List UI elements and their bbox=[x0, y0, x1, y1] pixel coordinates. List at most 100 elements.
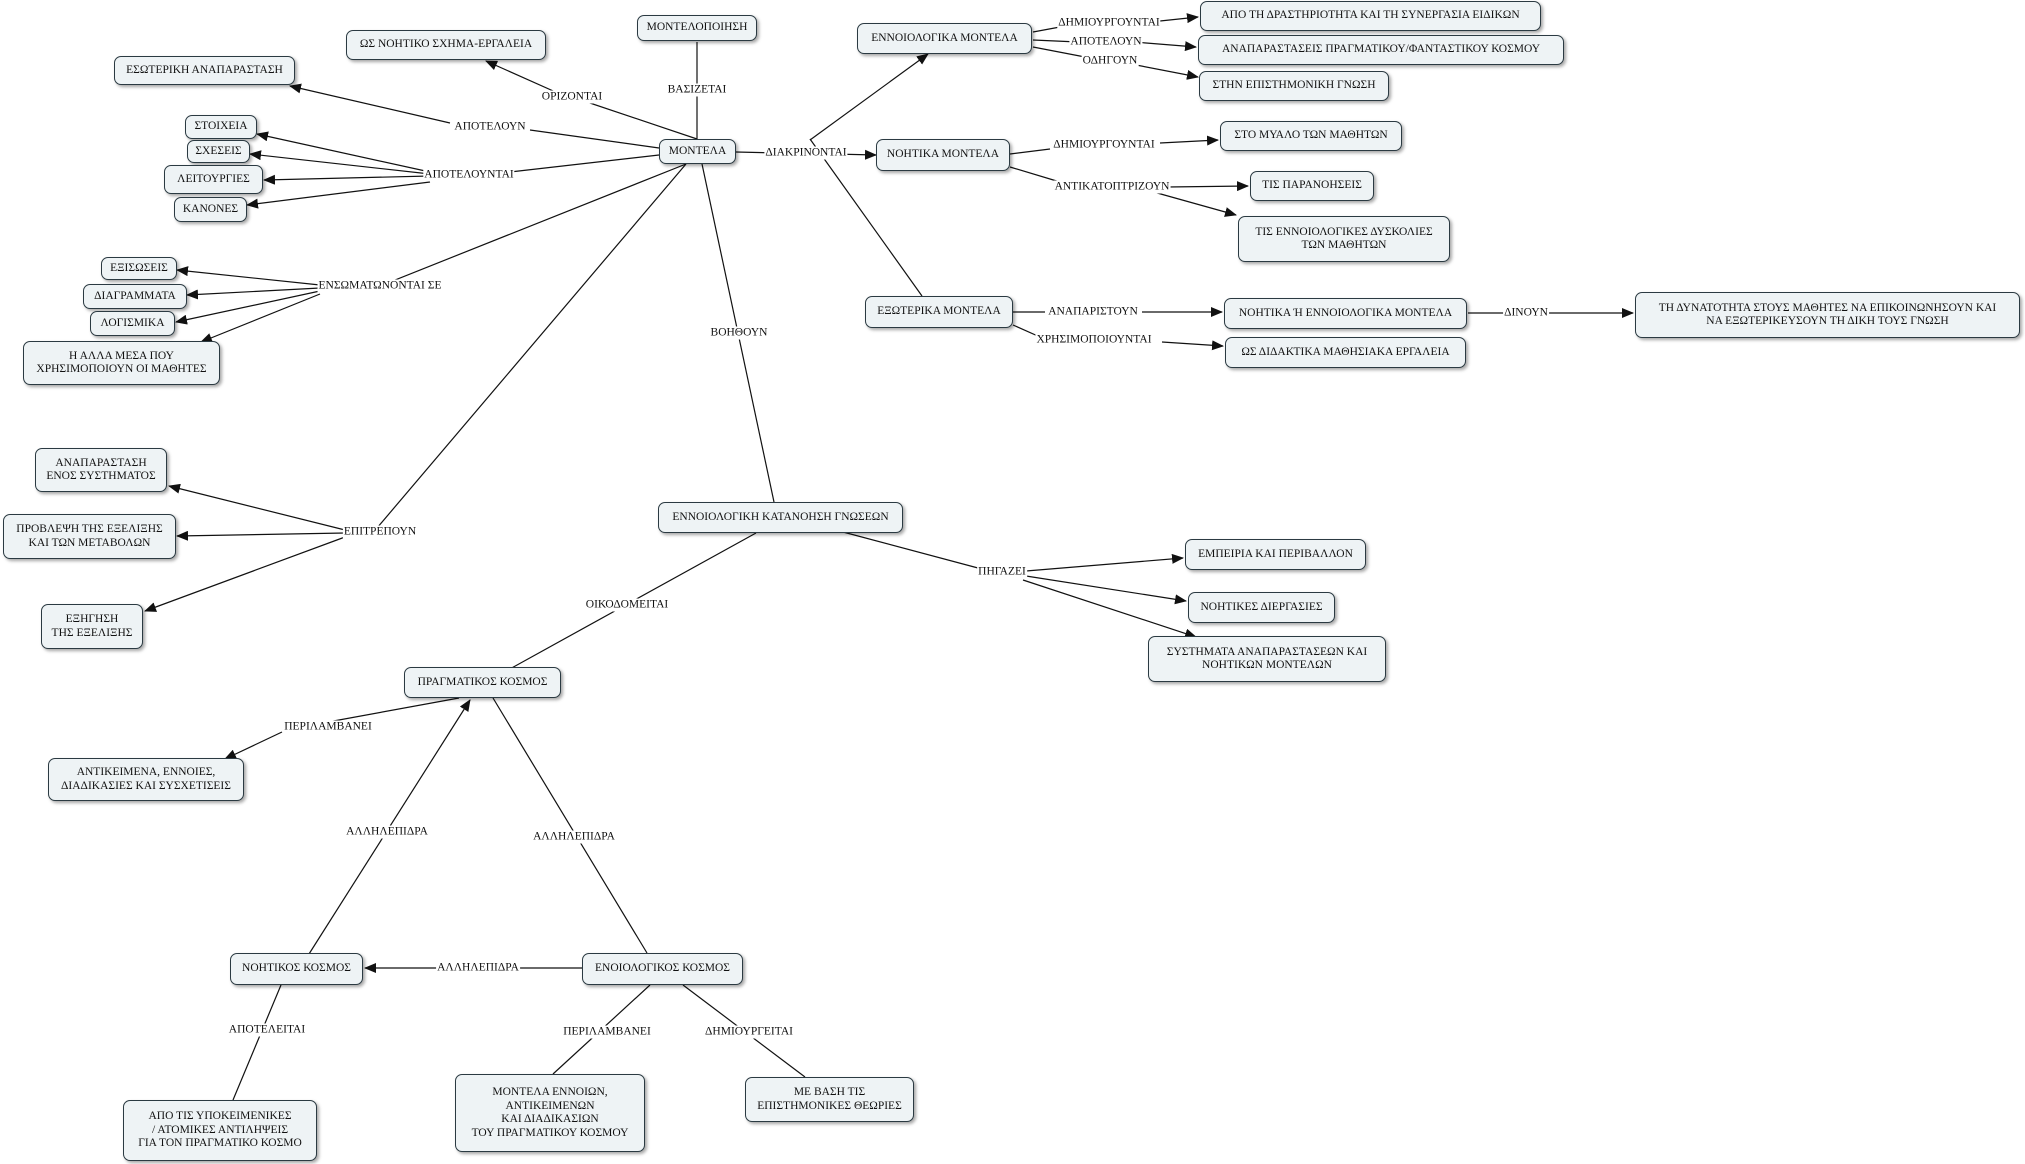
node-systimata[interactable]: ΣΥΣΤΗΜΑΤΑ ΑΝΑΠΑΡΑΣΤΑΣΕΩΝ ΚΑΙ ΝΟΗΤΙΚΩΝ ΜΟ… bbox=[1148, 636, 1386, 682]
node-dynatotita[interactable]: ΤΗ ΔΥΝΑΤΟΤΗΤΑ ΣΤΟΥΣ ΜΑΘΗΤΕΣ ΝΑ ΕΠΙΚΟΙΝΩΝ… bbox=[1635, 292, 2020, 338]
line-connector bbox=[379, 163, 687, 287]
node-noitika-montela[interactable]: ΝΟΗΤΙΚΑ ΜΟΝΤΕΛΑ bbox=[876, 139, 1010, 171]
arrow-connector bbox=[224, 731, 283, 760]
link-label: ΑΛΛΗΛΕΠΙΔΡΑ bbox=[532, 830, 616, 844]
node-paranoiseis[interactable]: ΤΙΣ ΠΑΡΑΝΟΗΣΕΙΣ bbox=[1250, 171, 1374, 201]
node-ennoiologika-montela[interactable]: ΕΝΝΟΙΟΛΟΓΙΚΑ ΜΟΝΤΕΛΑ bbox=[857, 23, 1032, 54]
node-mialo[interactable]: ΣΤΟ ΜΥΑΛΟ ΤΩΝ ΜΑΘΗΤΩΝ bbox=[1220, 121, 1402, 151]
arrow-connector bbox=[175, 290, 321, 325]
line-connector bbox=[327, 697, 460, 723]
link-label: ΔΙΑΚΡΙΝΟΝΤΑΙ bbox=[764, 146, 848, 160]
link-label: ΑΠΟΤΕΛΟΥΝΤΑΙ bbox=[423, 168, 515, 182]
node-stoixeia[interactable]: ΣΤΟΙΧΕΙΑ bbox=[185, 115, 257, 139]
arrow-connector bbox=[1025, 575, 1187, 605]
link-label: ΔΗΜΙΟΥΡΓΟΥΝΤΑΙ bbox=[1057, 16, 1161, 30]
node-esoteriki[interactable]: ΕΣΩΤΕΡΙΚΗ ΑΝΑΠΑΡΑΣΤΑΣΗ bbox=[114, 56, 295, 85]
link-label: ΔΗΜΙΟΥΡΓΕΙΤΑΙ bbox=[704, 1025, 794, 1039]
line-connector bbox=[1032, 46, 1086, 58]
link-label: ΑΠΟΤΕΛΕΙΤΑΙ bbox=[227, 1023, 307, 1037]
node-exoterika-montela[interactable]: ΕΞΩΤΕΡΙΚΑ ΜΟΝΤΕΛΑ bbox=[865, 296, 1013, 328]
node-dyskolies[interactable]: ΤΙΣ ΕΝΝΟΙΟΛΟΓΙΚΕΣ ΔΥΣΚΟΛΙΕΣ ΤΩΝ ΜΑΘΗΤΩΝ bbox=[1238, 216, 1450, 262]
node-drastiriotita[interactable]: ΑΠΟ ΤΗ ΔΡΑΣΤΗΡΙΟΤΗΤΑ ΚΑΙ ΤΗ ΣΥΝΕΡΓΑΣΙΑ Ε… bbox=[1200, 1, 1541, 31]
arrow-connector bbox=[1133, 41, 1197, 52]
link-label: ΟΙΚΟΔΟΜΕΙΤΑΙ bbox=[584, 598, 670, 612]
line-connector bbox=[529, 129, 660, 149]
arrow-connector bbox=[200, 293, 321, 343]
node-noitikos[interactable]: ΝΟΗΤΙΚΟΣ ΚΟΣΜΟΣ bbox=[230, 953, 363, 985]
node-montelopoiisi[interactable]: ΜΟΝΤΕΛΟΠΟΙΗΣΗ bbox=[637, 15, 757, 41]
node-diagrammata[interactable]: ΔΙΑΓΡΑΜΜΑΤΑ bbox=[83, 284, 187, 309]
node-leitourgies[interactable]: ΛΕΙΤΟΥΡΓΙΕΣ bbox=[164, 165, 263, 194]
arrow-connector bbox=[176, 266, 321, 286]
link-label: ΑΠΟΤΕΛΟΥΝ bbox=[453, 120, 527, 134]
node-sxeseis[interactable]: ΣΧΕΣΕΙΣ bbox=[187, 140, 250, 163]
node-empeiria[interactable]: ΕΜΠΕΙΡΙΑ ΚΑΙ ΠΕΡΙΒΑΛΛΟΝ bbox=[1185, 539, 1366, 570]
line-connector bbox=[842, 531, 979, 569]
line-connector bbox=[1009, 148, 1051, 155]
node-katanoisi[interactable]: ΕΝΝΟΙΟΛΟΓΙΚΗ ΚΑΤΑΝΟΗΣΗ ΓΝΩΣΕΩΝ bbox=[658, 502, 903, 533]
node-exisoseis[interactable]: ΕΞΙΣΩΣΕΙΣ bbox=[101, 257, 177, 280]
arrow-connector bbox=[1159, 135, 1219, 146]
link-label: ΔΙΝΟΥΝ bbox=[1503, 306, 1549, 320]
node-logismika[interactable]: ΛΟΓΙΣΜΙΚΑ bbox=[90, 311, 175, 336]
link-label: ΠΕΡΙΛΑΜΒΑΝΕΙ bbox=[283, 720, 373, 734]
node-didaktika[interactable]: ΩΣ ΔΙΔΑΚΤΙΚΑ ΜΑΘΗΣΙΑΚΑ ΕΡΓΑΛΕΙΑ bbox=[1225, 337, 1466, 368]
link-label: ΔΗΜΙΟΥΡΓΟΥΝΤΑΙ bbox=[1052, 138, 1156, 152]
arrow-connector bbox=[186, 287, 321, 300]
link-label: ΟΔΗΓΟΥΝ bbox=[1081, 54, 1139, 68]
arrow-connector bbox=[1159, 13, 1199, 24]
arrow-connector bbox=[246, 181, 431, 209]
link-label: ΑΛΛΗΛΕΠΙΔΡΑ bbox=[345, 825, 429, 839]
line-connector bbox=[571, 96, 698, 140]
node-pragmatikos[interactable]: ΠΡΑΓΜΑΤΙΚΟΣ ΚΟΣΜΟΣ bbox=[404, 667, 561, 698]
arrow-connector bbox=[1149, 190, 1237, 217]
node-diergasies[interactable]: ΝΟΗΤΙΚΕΣ ΔΙΕΡΓΑΣΙΕΣ bbox=[1188, 592, 1335, 623]
node-noitiko-schima[interactable]: ΩΣ ΝΟΗΤΙΚΟ ΣΧΗΜΑ-ΕΡΓΑΛΕΙΑ bbox=[346, 30, 546, 60]
node-kanones[interactable]: ΚΑΝΟΝΕΣ bbox=[174, 197, 247, 222]
arrow-connector bbox=[176, 530, 346, 541]
line-connector bbox=[509, 154, 660, 173]
node-theories[interactable]: ΜΕ ΒΑΣΗ ΤΙΣ ΕΠΙΣΤΗΜΟΝΙΚΕΣ ΘΕΩΡΙΕΣ bbox=[745, 1077, 914, 1122]
node-anaparastasi-systimatos[interactable]: ΑΝΑΠΑΡΑΣΤΑΣΗ ΕΝΟΣ ΣΥΣΤΗΜΑΤΟΣ bbox=[35, 448, 167, 492]
node-antikeimena[interactable]: ΑΝΤΙΚΕΙΜΕΝΑ, ΕΝΝΟΙΕΣ, ΔΙΑΔΙΚΑΣΙΕΣ ΚΑΙ ΣΥ… bbox=[48, 758, 244, 801]
arrow-connector bbox=[289, 83, 451, 124]
node-montela-ennoion[interactable]: ΜΟΝΤΕΛΑ ΕΝΝΟΙΩΝ, ΑΝΤΙΚΕΙΜΕΝΩΝ ΚΑΙ ΔΙΑΔΙΚ… bbox=[455, 1074, 645, 1152]
arrow-connector bbox=[263, 174, 431, 185]
link-label: ΠΕΡΙΛΑΜΒΑΝΕΙ bbox=[562, 1025, 652, 1039]
arrow-connector bbox=[144, 536, 346, 612]
arrow-connector bbox=[1161, 340, 1224, 351]
node-alla-mesa[interactable]: Η ΑΛΛΑ ΜΕΣΑ ΠΟΥ ΧΡΗΣΙΜΟΠΟΙΟΥΝ ΟΙ ΜΑΘΗΤΕΣ bbox=[23, 341, 220, 385]
arrow-connector bbox=[168, 483, 346, 531]
link-label: ΠΗΓΑΖΕΙ bbox=[977, 565, 1027, 579]
arrow-connector bbox=[1135, 64, 1199, 80]
node-montela[interactable]: ΜΟΝΤΕΛΑ bbox=[659, 139, 736, 164]
link-label: ΒΑΣΙΖΕΤΑΙ bbox=[666, 83, 728, 97]
arrow-connector bbox=[1025, 553, 1184, 572]
arrow-connector bbox=[809, 53, 929, 141]
link-label: ΑΝΤΙΚΑΤΟΠΤΡΙΖΟΥΝ bbox=[1053, 180, 1171, 194]
line-connector bbox=[492, 697, 648, 954]
node-anaparastaseis-kosmou[interactable]: ΑΝΑΠΑΡΑΣΤΑΣΕΙΣ ΠΡΑΓΜΑΤΙΚΟΥ/ΦΑΝΤΑΣΤΙΚΟΥ Κ… bbox=[1198, 35, 1564, 65]
node-exigisi[interactable]: ΕΞΗΓΗΣΗ ΤΗΣ ΕΞΕΛΙΞΗΣ bbox=[41, 604, 143, 649]
link-label: ΟΡΙΖΟΝΤΑΙ bbox=[540, 90, 604, 104]
link-label: ΕΠΙΤΡΕΠΟΥΝ bbox=[342, 525, 418, 539]
arrow-connector bbox=[1166, 181, 1249, 192]
node-noitika-i-ennoiologika[interactable]: ΝΟΗΤΙΚΑ Ή ΕΝΝΟΙΟΛΟΓΙΚΑ ΜΟΝΤΕΛΑ bbox=[1224, 298, 1467, 329]
arrow-connector bbox=[249, 150, 431, 175]
link-label: ΑΝΑΠΑΡΙΣΤΟΥΝ bbox=[1047, 305, 1139, 319]
line-connector bbox=[809, 138, 923, 297]
line-connector bbox=[376, 163, 687, 529]
line-connector bbox=[1032, 26, 1061, 33]
node-ypokeimenikes[interactable]: ΑΠΟ ΤΙΣ ΥΠΟΚΕΙΜΕΝΙΚΕΣ / ΑΤΟΜΙΚΕΣ ΑΝΤΙΛΗΨ… bbox=[123, 1100, 317, 1161]
arrow-connector bbox=[256, 131, 431, 173]
node-provlepsi[interactable]: ΠΡΟΒΛΕΨΗ ΤΗΣ ΕΞΕΛΙΞΗΣ ΚΑΙ ΤΩΝ ΜΕΤΑΒΟΛΩΝ bbox=[3, 514, 176, 559]
link-label: ΧΡΗΣΙΜΟΠΟΙΟΥΝΤΑΙ bbox=[1035, 333, 1153, 347]
arrow-connector bbox=[485, 60, 561, 95]
link-label: ΕΝΣΩΜΑΤΩΝΟΝΤΑΙ ΣΕ bbox=[317, 279, 443, 293]
link-label: ΑΠΟΤΕΛΟΥΝ bbox=[1069, 35, 1143, 49]
node-ennoiologikos[interactable]: ΕΝΟΙΟΛΟΓΙΚΟΣ ΚΟΣΜΟΣ bbox=[582, 953, 743, 985]
link-label: ΒΟΗΘΟΥΝ bbox=[709, 326, 769, 340]
node-epistimoniki-gnosi[interactable]: ΣΤΗΝ ΕΠΙΣΤΗΜΟΝΙΚΗ ΓΝΩΣΗ bbox=[1199, 71, 1389, 101]
